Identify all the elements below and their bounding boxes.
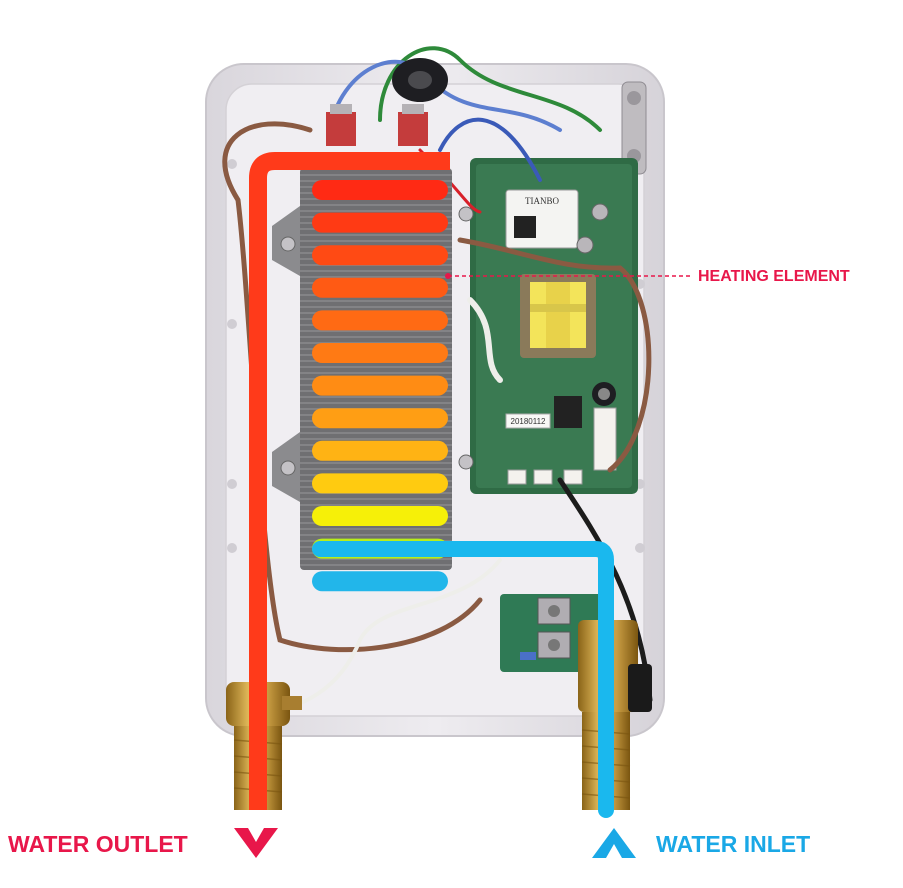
heat-band <box>312 278 448 298</box>
callout-dot <box>445 273 451 279</box>
heat-band <box>312 506 448 526</box>
pcb-date-code: 20180112 <box>511 417 547 426</box>
water-outlet-label: WATER OUTLET <box>8 831 188 858</box>
heat-band <box>312 571 448 591</box>
heat-band <box>312 245 448 265</box>
heat-band <box>312 376 448 396</box>
chevron-up-icon <box>592 828 636 858</box>
heat-band <box>312 310 448 330</box>
heat-band <box>312 343 448 363</box>
water-inlet-label: WATER INLET <box>656 831 810 858</box>
heat-band <box>312 180 448 200</box>
heat-band <box>312 408 448 428</box>
cable-clamp <box>392 58 448 102</box>
heat-band <box>312 213 448 233</box>
heating-element-label: HEATING ELEMENT <box>698 268 850 286</box>
control-pcb: TIANBO 20180112 <box>470 158 638 494</box>
relay-brand-text: TIANBO <box>525 196 559 206</box>
heat-band <box>312 441 448 461</box>
chevron-down-icon <box>234 828 278 858</box>
heat-band <box>312 473 448 493</box>
heating-element-block <box>272 168 473 591</box>
